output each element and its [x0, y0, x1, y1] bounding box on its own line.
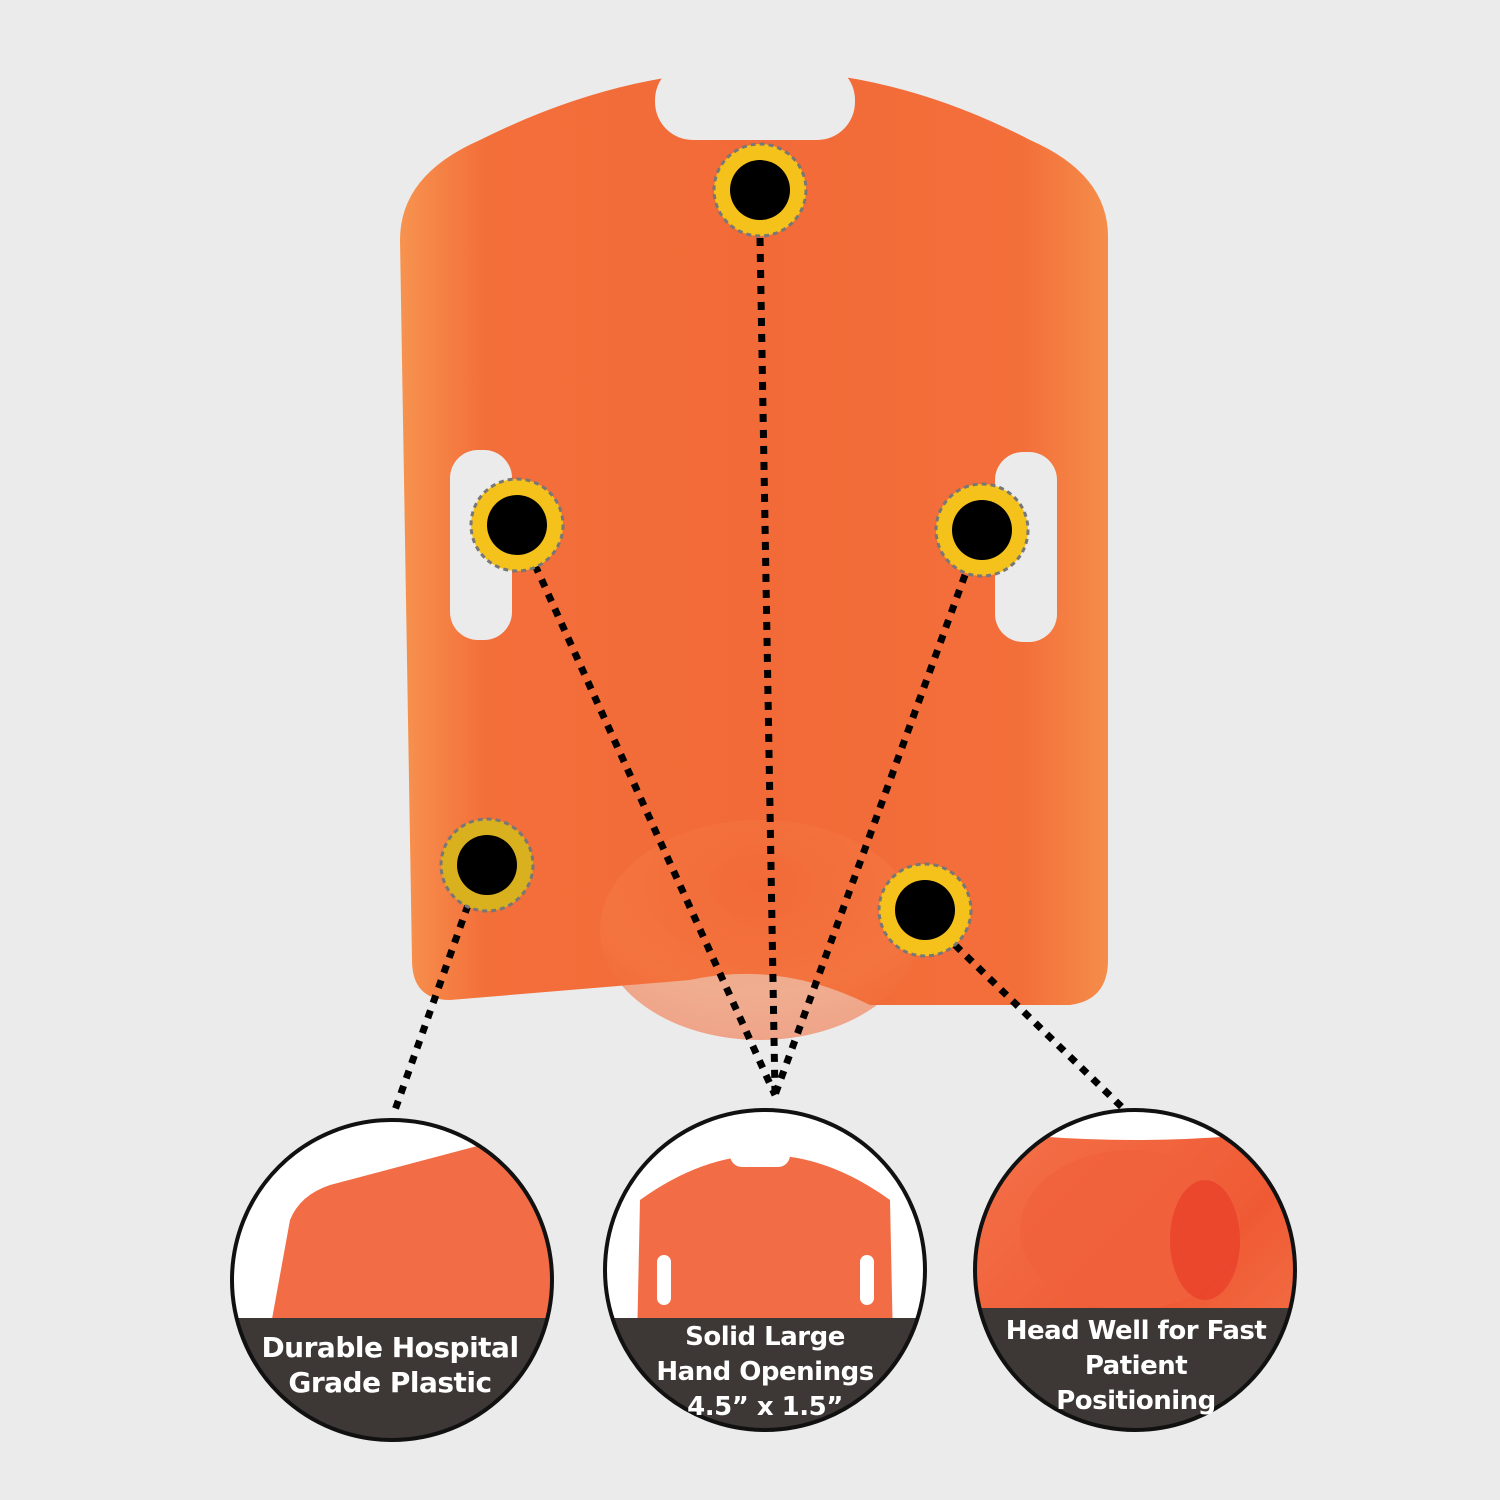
- leader-lines: [391, 237, 1133, 1118]
- caption-line: 4.5” x 1.5”: [687, 1392, 843, 1422]
- caption-line: Head Well for Fast: [1005, 1316, 1267, 1346]
- caption-line: Grade Plastic: [288, 1366, 492, 1399]
- callout-circle-openings: [605, 1110, 925, 1430]
- head-well: [600, 820, 920, 1040]
- caption-line: Patient: [1084, 1351, 1188, 1381]
- caption-line: Solid Large: [685, 1322, 845, 1352]
- caption-line: Hand Openings: [656, 1357, 874, 1387]
- caption-line: Durable Hospital: [261, 1331, 519, 1364]
- marker-left-corner: [439, 817, 535, 913]
- marker-right-handle: [934, 482, 1030, 578]
- caption-hand-openings: Solid Large Hand Openings 4.5” x 1.5”: [615, 1320, 915, 1425]
- marker-left-handle: [469, 477, 565, 573]
- caption-line: Positioning: [1056, 1386, 1216, 1416]
- callout-circle-headwell: [975, 1110, 1295, 1430]
- callout-circle-plastic: [232, 1120, 552, 1440]
- marker-head-well: [877, 862, 973, 958]
- marker-top: [712, 142, 808, 238]
- cpr-board: [400, 70, 1109, 1005]
- caption-head-well: Head Well for Fast Patient Positioning: [983, 1314, 1289, 1419]
- top-handle-opening: [655, 62, 855, 140]
- caption-durable-plastic: Durable Hospital Grade Plastic: [240, 1330, 540, 1400]
